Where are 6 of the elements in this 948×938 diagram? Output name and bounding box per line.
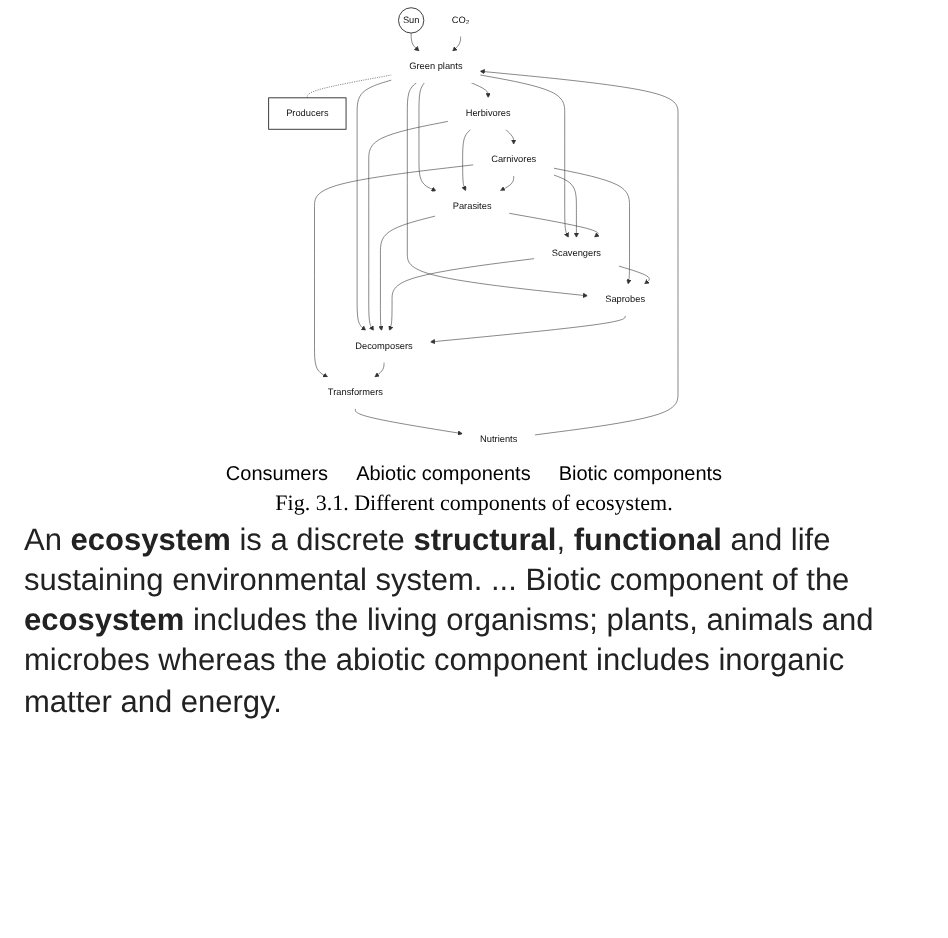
group-label: Abiotic components: [356, 464, 531, 486]
connector: [307, 74, 393, 99]
figure-caption: Fig. 3.1. Different components of ecosystem.: [275, 492, 673, 516]
group-label: Consumers: [225, 464, 329, 486]
group-label: Biotic components: [558, 464, 723, 486]
description-paragraph: An ecosystem is a discrete structural, functional and life sustaining environmental system. ... Biotic component of the ecosystem includes the living organisms; plants, animals and microbes whereas the abiotic component includes inorganic matter and energy.: [22, 522, 876, 724]
